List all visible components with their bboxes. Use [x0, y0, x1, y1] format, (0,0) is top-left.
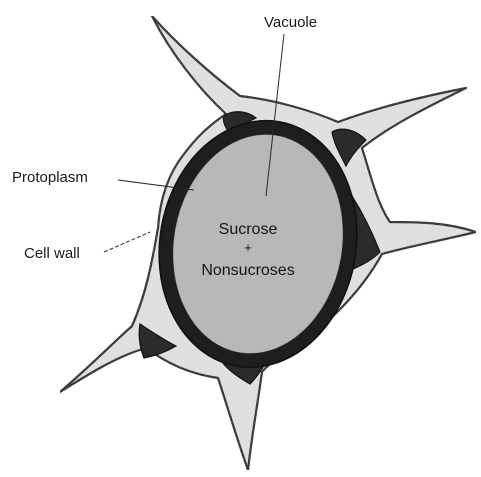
- vacuole-content-sucrose: Sucrose: [219, 221, 278, 238]
- vacuole-content-plus: +: [244, 240, 252, 255]
- vacuole-label: Vacuole: [264, 14, 317, 31]
- vacuole-content-nonsucroses: Nonsucroses: [201, 262, 294, 279]
- cell-wall-label: Cell wall: [24, 245, 80, 262]
- protoplasm-label: Protoplasm: [12, 169, 88, 186]
